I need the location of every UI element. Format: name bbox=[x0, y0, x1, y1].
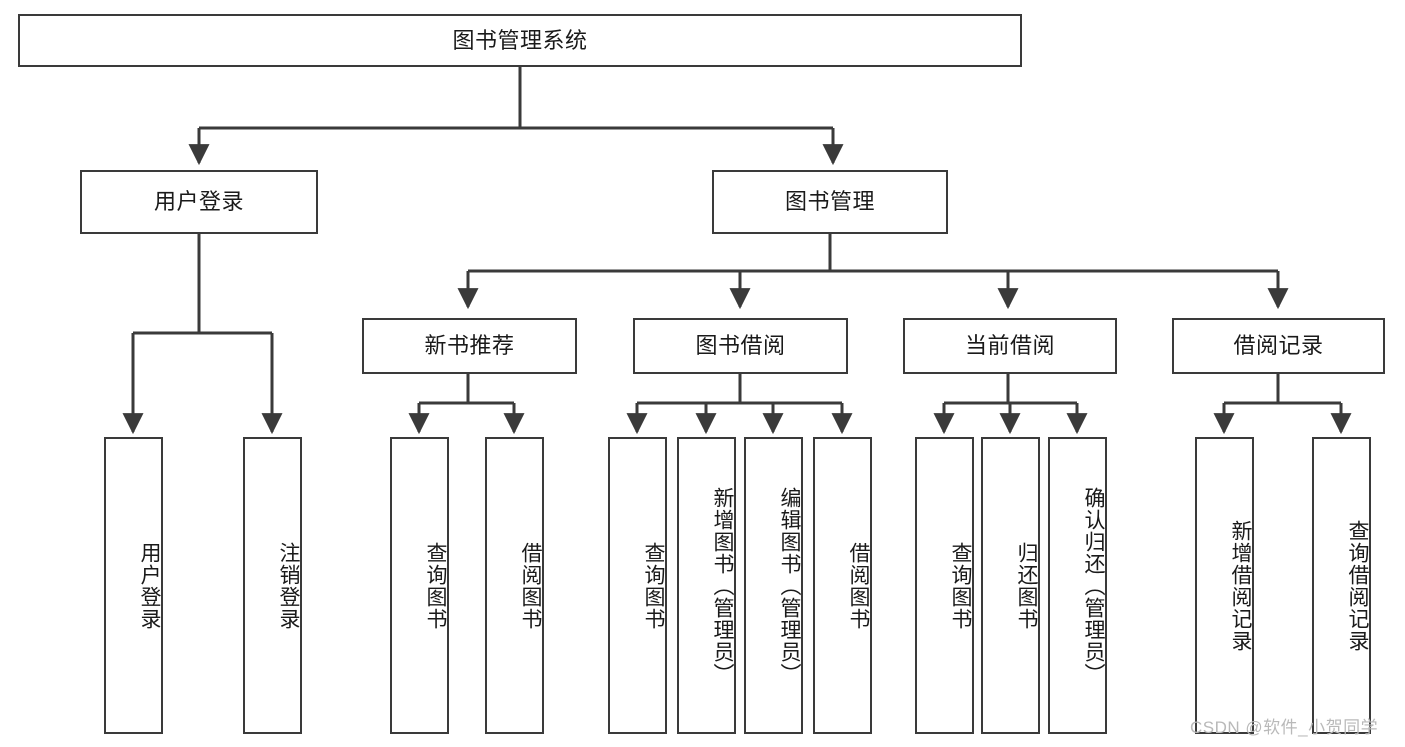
node-book-borrow[interactable]: 图书借阅 bbox=[633, 318, 848, 374]
leaf-user-login-label: 用户登录 bbox=[138, 541, 161, 630]
leaf-edit-book-admin-label: 编辑图书（管理员） bbox=[778, 486, 801, 685]
node-book-manage[interactable]: 图书管理 bbox=[712, 170, 948, 234]
leaf-query-book-3-label: 查询图书 bbox=[949, 541, 972, 630]
leaf-edit-book-admin[interactable]: 编辑图书（管理员） bbox=[744, 437, 803, 734]
leaf-add-book-admin[interactable]: 新增图书（管理员） bbox=[677, 437, 736, 734]
leaf-query-book-2[interactable]: 查询图书 bbox=[608, 437, 667, 734]
leaf-query-book-1[interactable]: 查询图书 bbox=[390, 437, 449, 734]
leaf-query-borrow-record-label: 查询借阅记录 bbox=[1346, 519, 1369, 652]
leaf-logout[interactable]: 注销登录 bbox=[243, 437, 302, 734]
leaf-query-borrow-record[interactable]: 查询借阅记录 bbox=[1312, 437, 1371, 734]
node-user-login[interactable]: 用户登录 bbox=[80, 170, 318, 234]
leaf-add-borrow-record[interactable]: 新增借阅记录 bbox=[1195, 437, 1254, 734]
leaf-confirm-return-admin-label: 确认归还（管理员） bbox=[1082, 486, 1105, 685]
leaf-query-book-1-label: 查询图书 bbox=[424, 541, 447, 630]
node-current-borrow[interactable]: 当前借阅 bbox=[903, 318, 1117, 374]
leaf-query-book-2-label: 查询图书 bbox=[642, 541, 665, 630]
leaf-query-book-3[interactable]: 查询图书 bbox=[915, 437, 974, 734]
leaf-confirm-return-admin[interactable]: 确认归还（管理员） bbox=[1048, 437, 1107, 734]
leaf-user-login[interactable]: 用户登录 bbox=[104, 437, 163, 734]
leaf-borrow-book-1-label: 借阅图书 bbox=[519, 541, 542, 630]
leaf-borrow-book-1[interactable]: 借阅图书 bbox=[485, 437, 544, 734]
csdn-watermark: CSDN @软件_小贺同学 bbox=[1190, 718, 1379, 737]
leaf-add-book-admin-label: 新增图书（管理员） bbox=[711, 486, 734, 685]
node-borrow-record[interactable]: 借阅记录 bbox=[1172, 318, 1385, 374]
node-new-book-recommend[interactable]: 新书推荐 bbox=[362, 318, 577, 374]
leaf-return-book-label: 归还图书 bbox=[1015, 541, 1038, 630]
leaf-return-book[interactable]: 归还图书 bbox=[981, 437, 1040, 734]
node-root[interactable]: 图书管理系统 bbox=[18, 14, 1022, 67]
leaf-borrow-book-2[interactable]: 借阅图书 bbox=[813, 437, 872, 734]
leaf-logout-label: 注销登录 bbox=[277, 541, 300, 630]
leaf-add-borrow-record-label: 新增借阅记录 bbox=[1229, 519, 1252, 652]
leaf-borrow-book-2-label: 借阅图书 bbox=[847, 541, 870, 630]
